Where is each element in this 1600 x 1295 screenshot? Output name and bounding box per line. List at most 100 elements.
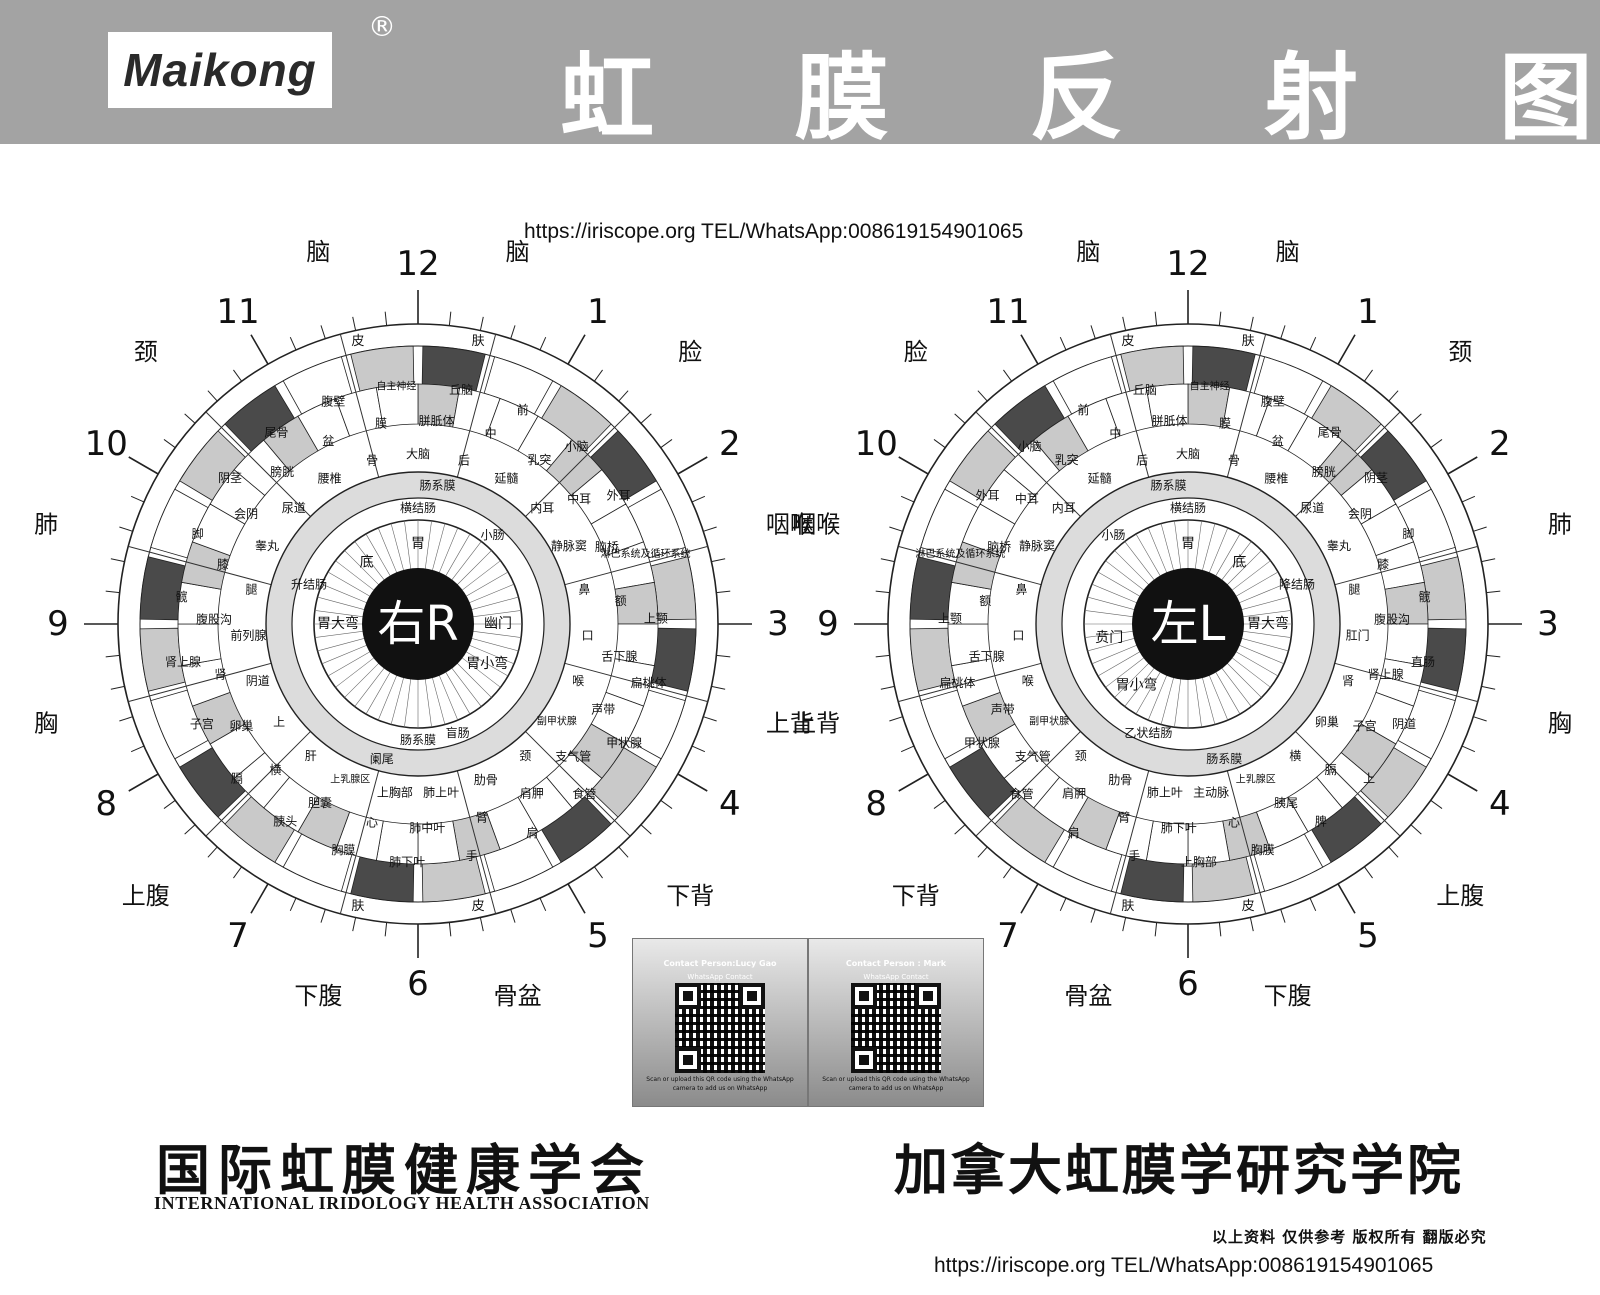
- intestine-label: 横结肠: [400, 501, 436, 515]
- clock-tick: [898, 773, 929, 792]
- clock-tick: [898, 456, 929, 475]
- clock-tick: [880, 685, 895, 690]
- clock-tick: [1363, 866, 1373, 879]
- organ-zone-label: 额: [979, 594, 991, 608]
- clock-tick: [1481, 558, 1496, 563]
- organ-zone-label: 前列腺: [230, 628, 266, 643]
- contact-url-top[interactable]: https://iriscope.org TEL/WhatsApp:008619…: [524, 220, 1024, 243]
- clock-number: 2: [719, 424, 741, 464]
- stomach-label: 胃小弯: [1116, 676, 1158, 693]
- skin-label: 皮: [1121, 334, 1134, 349]
- organ-zone-label: 上: [273, 715, 285, 729]
- qr-finder-mark: [851, 983, 877, 1009]
- organ-zone-label: 胆囊: [308, 795, 332, 810]
- clock-tick: [880, 558, 895, 563]
- clock-tick: [1218, 311, 1222, 326]
- clock-tick: [711, 685, 726, 690]
- clock-tick: [1280, 909, 1286, 923]
- stomach-ray: [1135, 533, 1164, 581]
- stomach-ray: [1135, 667, 1164, 715]
- region-label: 脑: [1276, 238, 1300, 266]
- organ-zone-label: 肺下叶: [389, 855, 425, 869]
- stomach-ray: [317, 596, 370, 612]
- clock-tick: [1309, 897, 1317, 912]
- clock-tick: [593, 369, 603, 382]
- zone-divider: [339, 334, 380, 480]
- clock-tick: [1486, 590, 1501, 594]
- clock-tick: [110, 685, 125, 690]
- clock-tick: [691, 745, 706, 753]
- qr-code[interactable]: [851, 983, 941, 1073]
- stomach-label: 胃大弯: [1247, 615, 1289, 632]
- clock-tick: [1410, 824, 1422, 835]
- organ-zone-label: 肺下叶: [1161, 821, 1197, 835]
- organ-zone-label: 胸膜: [331, 842, 355, 857]
- organ-zone-label: 支气管: [555, 748, 591, 763]
- intestine-label: 肠系膜: [419, 478, 455, 492]
- stomach-ray: [1200, 672, 1216, 725]
- stomach-ray: [1160, 523, 1176, 576]
- stomach-ray: [467, 610, 522, 618]
- clock-tick: [1410, 413, 1422, 424]
- stomach-ray: [1227, 654, 1271, 688]
- organ-zone-label: 膜: [375, 416, 387, 430]
- qr-finder-mark: [739, 983, 765, 1009]
- region-label: 下背: [892, 882, 940, 910]
- organ-zone-label: 手: [466, 849, 478, 863]
- org-name-cn-right: 加拿大虹膜学研究学院: [894, 1138, 1464, 1202]
- org-name-en-left: INTERNATIONAL IRIDOLOGY HEALTH ASSOCIATI…: [154, 1193, 650, 1213]
- zone-divider: [205, 411, 313, 519]
- clock-tick: [1447, 456, 1478, 475]
- zone-divider: [1293, 729, 1401, 837]
- clock-number: 11: [216, 292, 259, 332]
- intestine-label: 乙状结肠: [1124, 726, 1172, 740]
- pupil: [1132, 568, 1244, 680]
- region-label: 肺: [1548, 510, 1572, 538]
- organ-zone-label: 肾: [1342, 674, 1354, 688]
- clock-number: 5: [587, 916, 609, 956]
- clock-tick: [1059, 897, 1067, 912]
- region-label: 胸: [1548, 710, 1572, 738]
- organ-zone-label: 盆: [322, 434, 334, 448]
- organ-zone-label: 肩胛: [1062, 785, 1086, 800]
- qr-card-lucy[interactable]: Contact Person:Lucy Gao WhatsApp Contact…: [632, 938, 808, 1107]
- stomach-ray: [1160, 672, 1176, 725]
- region-label: 脑: [1076, 238, 1100, 266]
- clock-tick: [119, 716, 133, 722]
- organ-zone-label: 子宫: [190, 716, 214, 731]
- organ-zone-label: 舌下腺: [601, 649, 637, 663]
- organ-zone-label: 肺上叶: [1147, 785, 1183, 799]
- organ-zone-label: 肩: [1068, 825, 1080, 840]
- intestine-label: 肠系膜: [400, 733, 436, 747]
- organ-zone-label: 外耳: [976, 489, 1000, 503]
- organ-zone-label: 心: [366, 816, 378, 830]
- clock-tick: [640, 413, 652, 424]
- organ-zone-label: 髋: [176, 589, 188, 604]
- clock-number: 8: [865, 784, 887, 824]
- qr-code[interactable]: [675, 983, 765, 1073]
- clock-tick: [163, 439, 176, 449]
- contact-url-bottom[interactable]: https://iriscope.org TEL/WhatsApp:008619…: [934, 1254, 1434, 1277]
- clock-tick: [448, 311, 452, 326]
- organ-zone-label: 丘脑: [449, 383, 473, 397]
- clock-tick: [567, 334, 586, 365]
- organ-zone-label: 肺上叶: [423, 785, 459, 799]
- clock-tick: [703, 716, 717, 722]
- qr-card-mark[interactable]: Contact Person : Mark WhatsApp Contact S…: [808, 938, 984, 1107]
- clock-tick: [119, 526, 133, 532]
- zone-divider: [339, 768, 380, 914]
- clock-tick: [875, 654, 890, 658]
- skin-label: 皮: [1242, 899, 1255, 914]
- organ-zone-label: 腰椎: [318, 471, 342, 486]
- organ-zone-label: 前: [1077, 402, 1089, 417]
- qr-finder-mark: [675, 983, 701, 1009]
- clock-number: 12: [1166, 244, 1209, 284]
- clock-tick: [250, 334, 269, 365]
- clock-tick: [1388, 846, 1399, 858]
- organ-zone-label: 喉: [1022, 674, 1034, 688]
- intestine-label: 盲肠: [446, 725, 470, 740]
- stomach-ray: [314, 610, 369, 618]
- stomach-ray: [1087, 636, 1140, 652]
- clock-tick: [384, 311, 388, 326]
- organ-zone-label: 胼胝体: [1151, 413, 1187, 428]
